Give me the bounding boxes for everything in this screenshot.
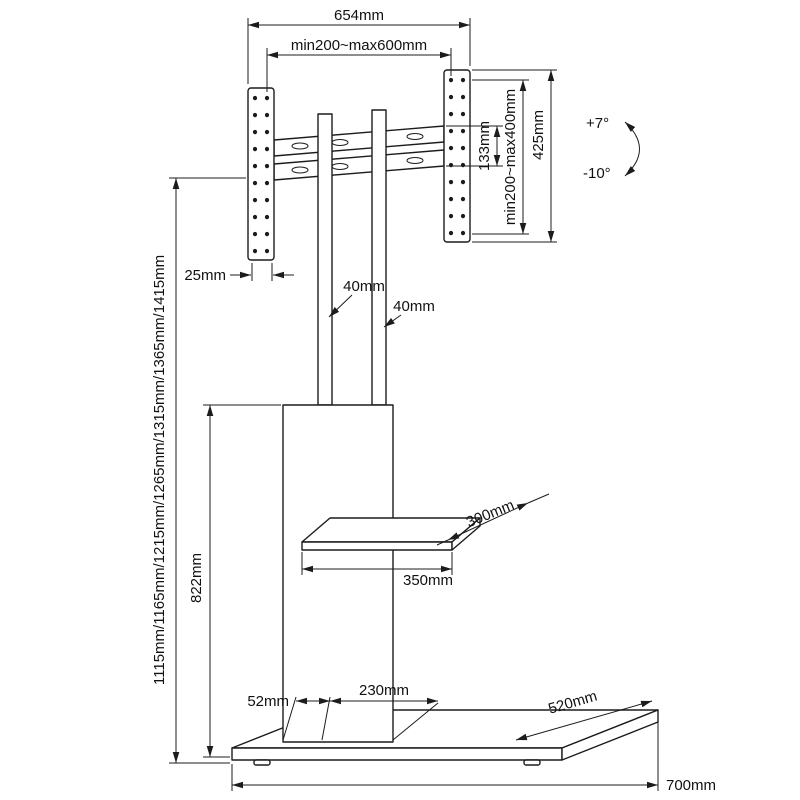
dim-bracket-height-label: 425mm — [530, 110, 547, 160]
rail-slot — [331, 163, 349, 170]
dim-shelf-depth-label: 300mm — [464, 497, 517, 532]
dim-vesa-width-label: min200~max600mm — [291, 37, 427, 54]
base-foot — [253, 759, 271, 766]
extension-line — [282, 696, 297, 741]
dimension-line — [447, 502, 529, 541]
dim-shelf-width-label: 350mm — [403, 572, 453, 589]
dim-base-width-label: 700mm — [666, 777, 716, 794]
rail-slot — [406, 133, 424, 140]
dim-overall-height-label: 1115mm/1165mm/1215mm/1265mm/1315mm/1365m… — [151, 255, 168, 685]
dim-top-width: 654mm — [247, 7, 471, 84]
base-front-face — [231, 747, 563, 761]
dim-post-width-left-label: 40mm — [343, 278, 385, 295]
rail-slot — [291, 166, 309, 174]
tilt-up-label: +7° — [586, 115, 609, 132]
support-post-left — [317, 113, 333, 406]
support-post-right — [371, 109, 387, 406]
shelf — [301, 517, 481, 551]
extension-line — [392, 702, 439, 741]
shelf-front-face — [301, 541, 453, 551]
tv-bracket — [247, 69, 471, 261]
dim-vesa-height-label: min200~max400mm — [502, 89, 519, 225]
bracket-plate-left — [247, 87, 275, 261]
leader-line — [328, 294, 353, 318]
dim-overall-height: 1115mm/1165mm/1215mm/1265mm/1315mm/1365m… — [151, 177, 246, 764]
dim-post-width-right-label: 40mm — [393, 298, 435, 315]
dim-column-height-label: 822mm — [188, 553, 205, 603]
bracket-plate-right — [443, 69, 471, 243]
extension-line — [436, 539, 449, 546]
dim-top-width-label: 654mm — [334, 7, 384, 24]
leader-line — [383, 314, 402, 328]
dim-base-width: 700mm — [231, 714, 716, 794]
rail-slot — [331, 139, 349, 146]
dim-column-width-label: 230mm — [359, 682, 409, 699]
dim-shelf-width: 350mm — [301, 552, 453, 589]
base-foot — [523, 759, 541, 766]
dim-plate-depth-label: 25mm — [184, 267, 226, 284]
dim-bracket-height: 425mm — [472, 69, 557, 243]
dim-column-base: 52mm 230mm — [247, 682, 439, 741]
shelf-top-surface — [301, 517, 481, 543]
outer-column — [282, 404, 394, 743]
rail-slot — [406, 157, 424, 164]
extension-line — [527, 493, 550, 504]
dim-tilt: +7° -10° — [583, 115, 640, 182]
dim-rail-height: 133mm — [446, 121, 503, 171]
dimensions: 654mm min200~max600mm 133mm min200~max40… — [151, 7, 716, 794]
dim-plate-depth: 25mm — [184, 263, 294, 284]
dim-post-widths: 40mm 40mm — [328, 278, 435, 328]
rail-slot — [291, 142, 309, 150]
dim-vesa-height: min200~max400mm — [472, 79, 529, 235]
dim-rail-height-label: 133mm — [476, 121, 493, 171]
dimension-line — [515, 700, 653, 741]
dim-column-height: 822mm — [188, 404, 281, 758]
tilt-arc-arrow — [624, 121, 640, 177]
dim-vesa-width: min200~max600mm — [266, 37, 452, 92]
tilt-down-label: -10° — [583, 165, 611, 182]
dim-column-depth-label: 52mm — [247, 693, 289, 710]
